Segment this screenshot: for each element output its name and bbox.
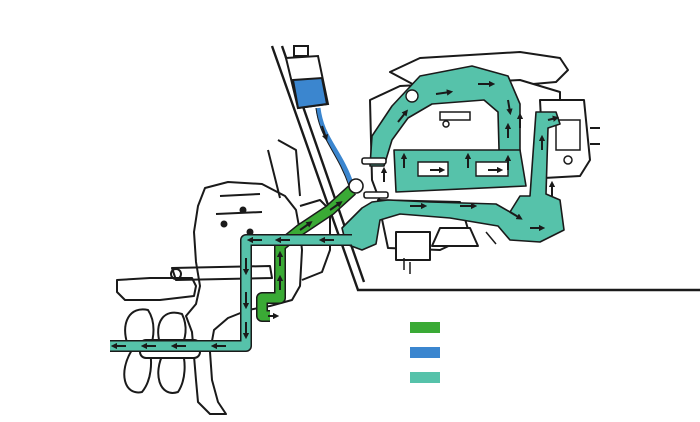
raw-water-circuit [256,185,357,322]
reservoir-hose-edge [315,107,350,187]
legend-swatch-engine-coolant [410,372,440,383]
reservoir-hose [315,107,355,187]
coolant-reservoir [284,45,330,110]
hose-clamps [348,157,389,199]
legend-swatch-raw-water [410,322,440,333]
legend-swatch-coolant-reservoir [410,347,440,358]
flow-arrows [110,80,560,350]
engine-details [403,111,581,274]
legend [410,322,440,383]
